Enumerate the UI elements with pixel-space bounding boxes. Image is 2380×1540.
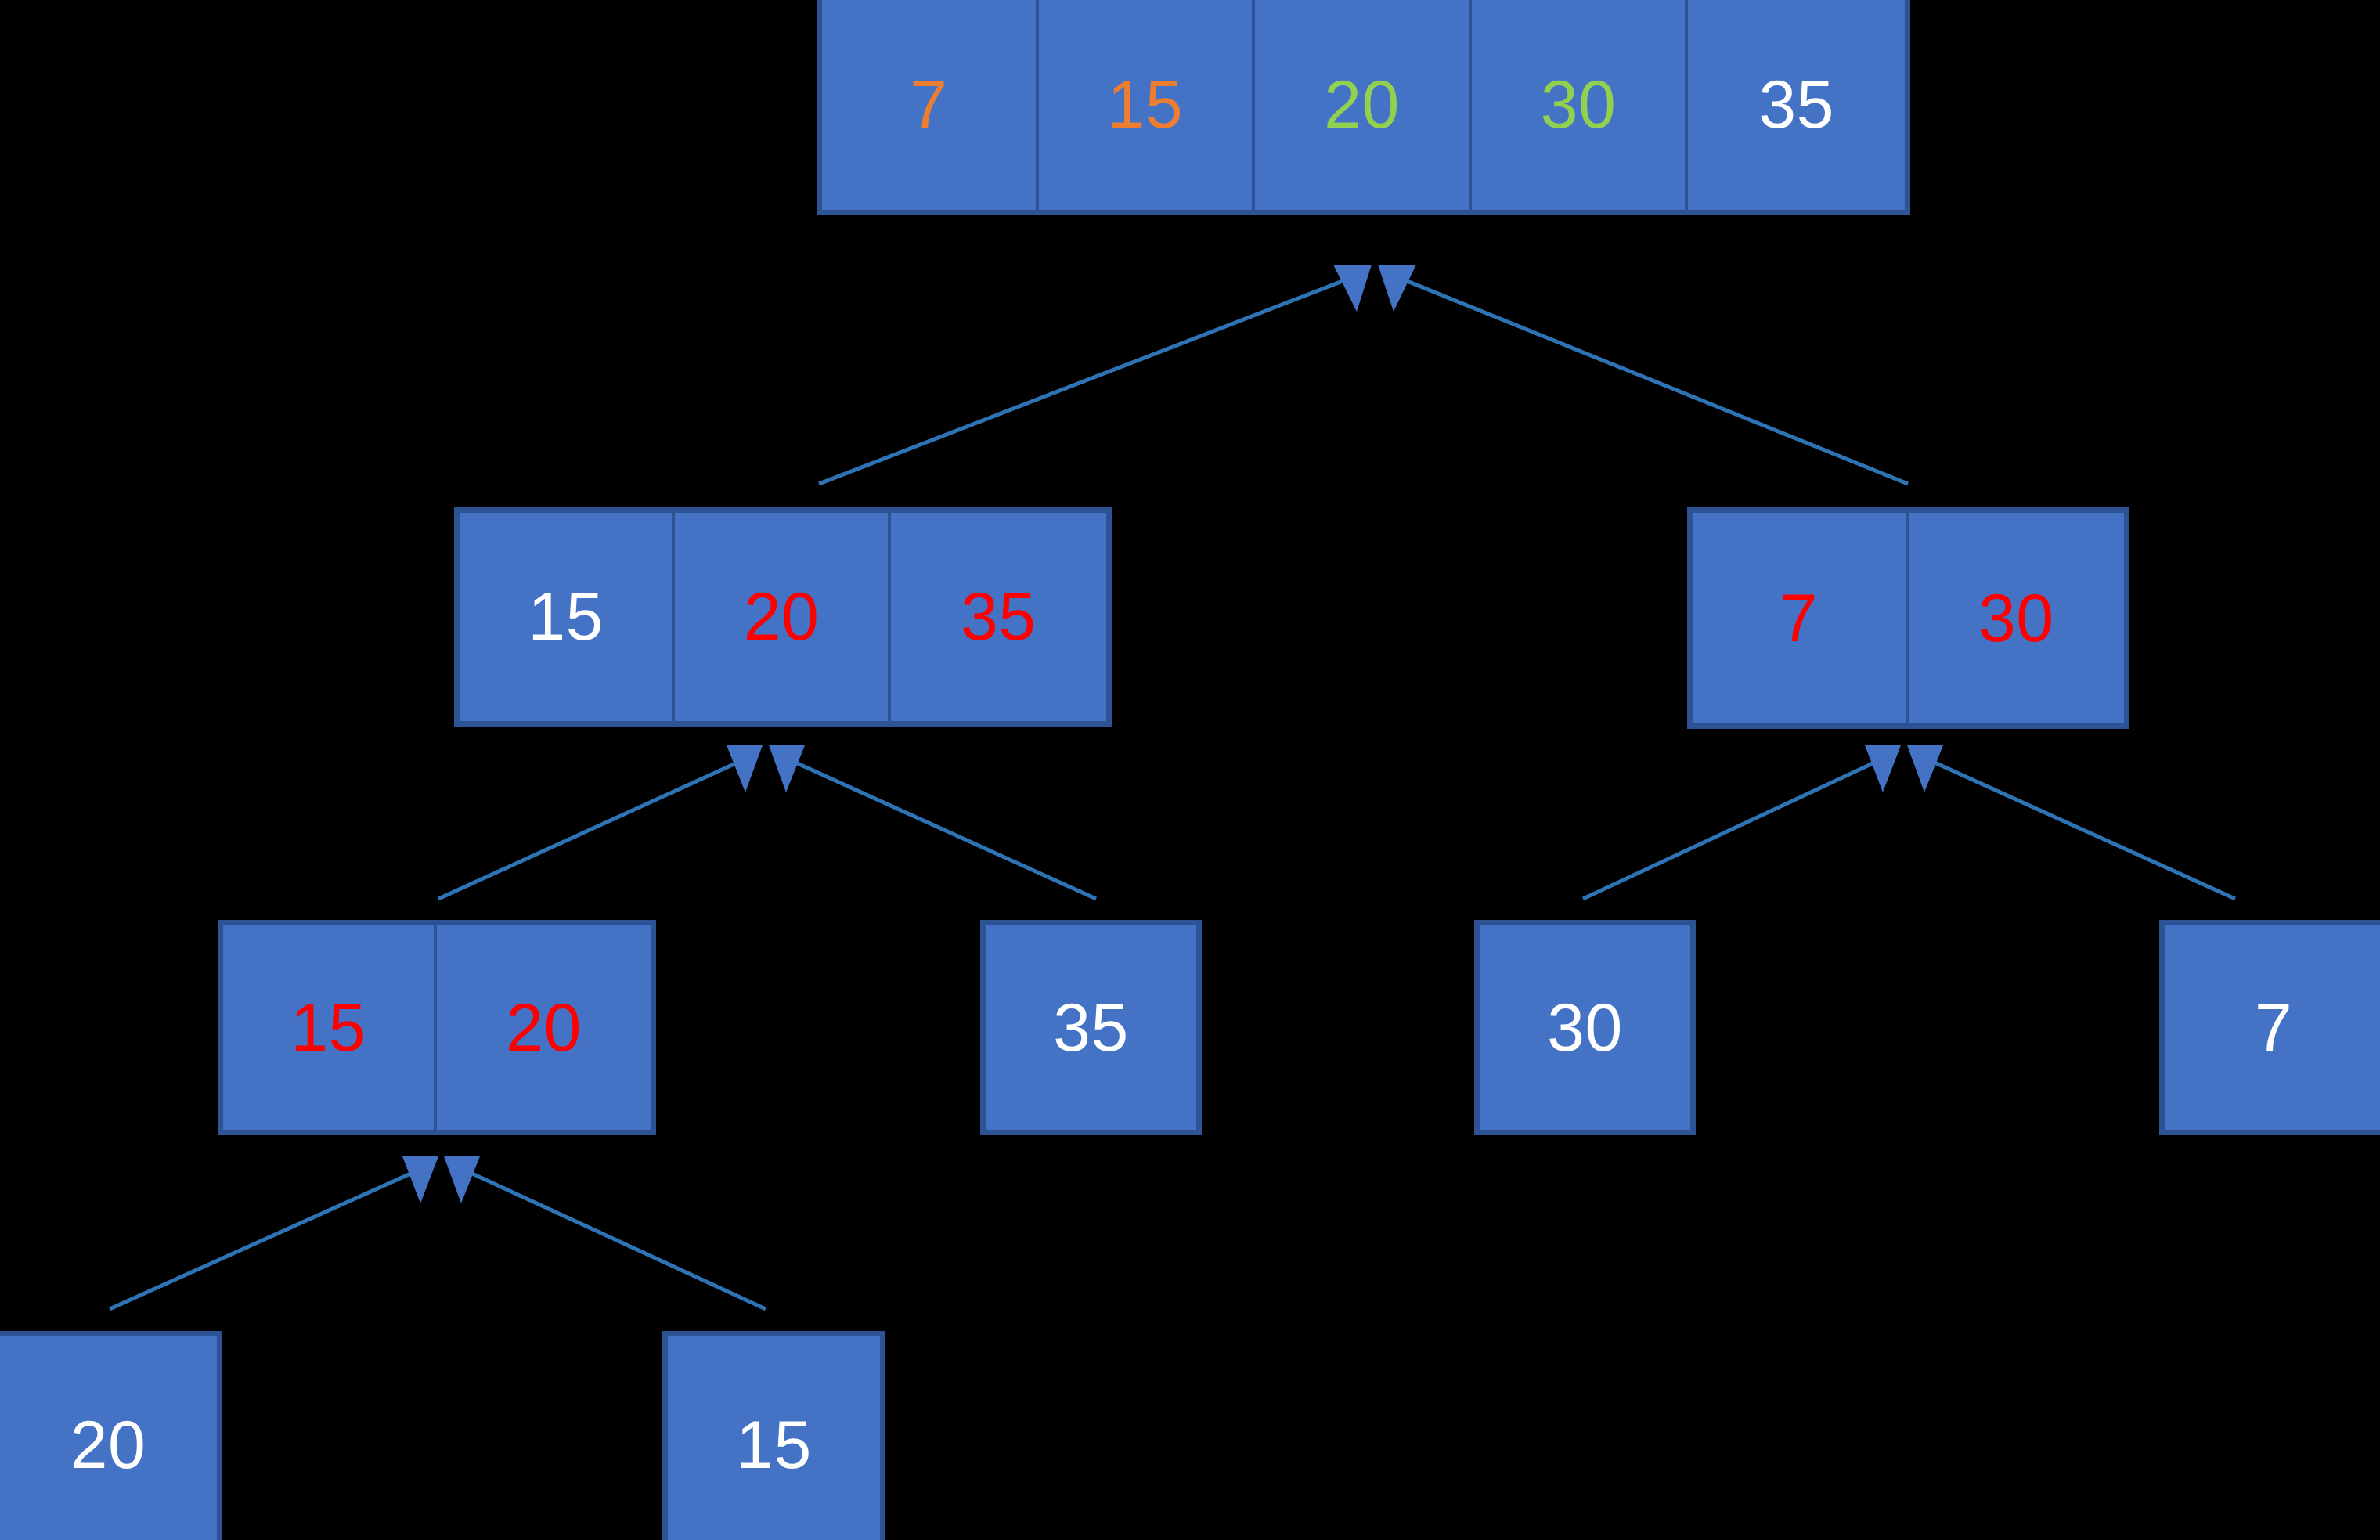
tree-cell[interactable]: 7	[822, 0, 1039, 210]
tree-cell[interactable]: 35	[890, 513, 1106, 721]
edge-l2right-to-root	[1378, 265, 1909, 486]
tree-cell[interactable]: 15	[223, 925, 437, 1130]
tree-cell[interactable]: 35	[986, 925, 1196, 1130]
tree-node-l4-b[interactable]: 15	[662, 1331, 885, 1540]
tree-cell[interactable]: 20	[1255, 0, 1472, 210]
tree-cell[interactable]: 30	[1908, 513, 2124, 723]
edge-l3a-to-l2left	[437, 745, 763, 901]
tree-cell[interactable]: 35	[1688, 0, 1905, 210]
tree-cell[interactable]: 15	[1038, 0, 1256, 210]
tree-cell[interactable]: 15	[668, 1336, 880, 1540]
edge-l2left-to-root	[818, 265, 1372, 486]
edge-l4b-to-l3a	[444, 1156, 767, 1311]
tree-cell[interactable]: 7	[2165, 925, 2380, 1130]
tree-node-l2-right[interactable]: 7 30	[1687, 507, 2129, 729]
tree-node-root[interactable]: 7 15 20 30 35	[817, 0, 1910, 215]
tree-node-l2-left[interactable]: 15 20 35	[454, 507, 1112, 727]
tree-cell[interactable]: 20	[0, 1336, 217, 1540]
tree-cell[interactable]: 20	[437, 925, 651, 1130]
tree-cell[interactable]: 20	[675, 513, 891, 721]
edge-l3c-to-l2right	[1581, 745, 1901, 901]
edge-l3b-to-l2left	[769, 745, 1098, 901]
tree-node-l3-c[interactable]: 30	[1474, 920, 1696, 1135]
tree-cell[interactable]: 30	[1471, 0, 1689, 210]
edge-l4a-to-l3a	[108, 1156, 438, 1311]
tree-cell[interactable]: 15	[460, 513, 676, 721]
tree-node-l3-a[interactable]: 15 20	[218, 920, 656, 1135]
edge-l3d-to-l2right	[1907, 745, 2237, 901]
tree-node-l3-b[interactable]: 35	[980, 920, 1202, 1135]
tree-cell[interactable]: 30	[1480, 925, 1690, 1130]
tree-cell[interactable]: 7	[1693, 513, 1909, 723]
tree-node-l4-a[interactable]: 20	[0, 1331, 222, 1540]
tree-node-l3-d[interactable]: 7	[2159, 920, 2380, 1135]
